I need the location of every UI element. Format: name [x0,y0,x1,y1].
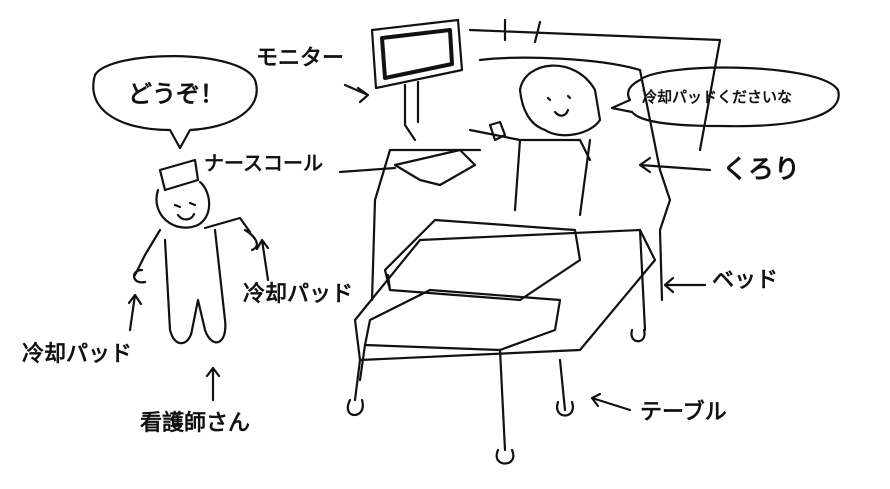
label-monitor: モニター [256,46,345,71]
patient-speech-bubble [610,66,840,128]
nurse-speech-bubble [92,55,258,150]
label-kurori: くろり [722,155,801,185]
label-cooling-pad-right: 冷却パッド [243,282,354,307]
table-drawing [358,288,562,465]
arrow-kurori [638,156,712,174]
speech-patient-text: 冷却パッドくださいな [642,88,793,106]
label-cooling-pad-left: 冷却パッド [22,342,133,367]
arrow-monitor [343,83,370,104]
label-table: テーブル [640,400,727,425]
arrow-table [590,392,632,412]
bed-drawing [346,18,722,417]
nurse-drawing [133,158,258,345]
patient-drawing [468,64,602,217]
arrow-pad-right [255,238,270,282]
arrow-bed [663,276,707,294]
label-nurse-call: ナースコール [204,151,323,175]
label-bed: ベッド [712,268,779,293]
monitor-drawing [370,18,464,142]
arrow-nurse [205,366,221,402]
nurse-call-drawing [338,148,477,187]
arrow-pad-left [127,293,143,332]
label-nurse: 看護師さん [140,411,251,436]
speech-nurse-text: どうぞ！ [128,80,224,108]
cooling-pad-on-bed [383,218,582,302]
